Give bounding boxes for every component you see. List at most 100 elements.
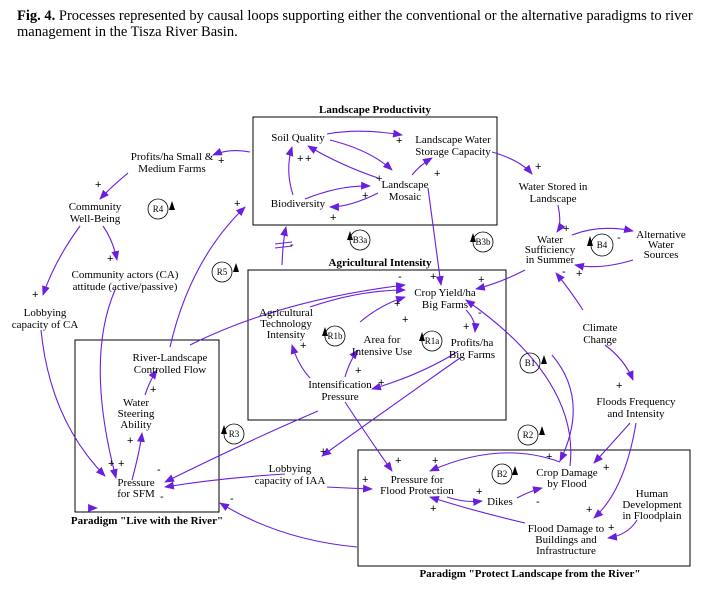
link-psfm-wsa	[131, 432, 145, 481]
sign: +	[586, 504, 592, 516]
svg-text:R5: R5	[217, 267, 228, 277]
link-mosaic-soil	[307, 145, 379, 179]
link-cdf-crop	[465, 299, 572, 467]
sign: +	[108, 458, 114, 470]
box-live-with-river	[74, 339, 220, 513]
sign: +	[95, 179, 101, 191]
link-soil-mosaic	[329, 139, 393, 171]
link-cdf-pfp	[429, 452, 561, 472]
link-bio-mosaic	[304, 181, 371, 200]
box-title-protect: Paradigm "Protect Landscape from the Riv…	[419, 568, 640, 580]
sign: +	[32, 289, 38, 301]
loop-R1a: R1a	[419, 330, 443, 352]
loop-B1: B1	[519, 352, 547, 374]
link-floodsf-cdf	[593, 422, 631, 464]
svg-text:B3b: B3b	[475, 237, 491, 247]
link-mosaic-crop	[427, 187, 444, 286]
sign: +	[576, 268, 582, 280]
caption-label: Fig. 4.	[17, 8, 56, 24]
link-crop-profbig	[465, 309, 480, 333]
caption-text: Processes represented by causal loops su…	[17, 8, 693, 40]
sign: +	[362, 474, 368, 486]
link-ip-psfm	[164, 410, 319, 483]
link-area-crop	[359, 295, 406, 323]
loop-R4: R4	[147, 198, 175, 220]
sign: -	[478, 307, 482, 319]
sign: +	[603, 462, 609, 474]
link-crop-cdf	[551, 354, 574, 462]
svg-text:R3: R3	[229, 429, 240, 439]
sign: +	[563, 223, 569, 235]
link-cwb-lobca	[42, 225, 81, 296]
link-profbig-lobiaa	[321, 357, 461, 457]
sign: -	[230, 493, 234, 505]
link-dikes-cdf	[516, 486, 543, 499]
figure-caption: Fig. 4. Processes represented by causal …	[17, 8, 697, 40]
link-climate-wss	[555, 272, 584, 311]
link-lobca-psfm	[40, 329, 106, 477]
box-title-live: Paradigm "Live with the River"	[71, 515, 223, 527]
sign: +	[463, 321, 469, 333]
link-mosaic-lwsc	[411, 157, 433, 176]
svg-text:B1: B1	[525, 358, 536, 368]
sign: +	[305, 153, 311, 165]
link-wss-crop	[475, 269, 526, 291]
sign: -	[290, 239, 294, 251]
svg-text:R4: R4	[153, 204, 164, 214]
sign: +	[478, 274, 484, 286]
loop-R3: R3	[221, 423, 245, 445]
svg-text:B4: B4	[597, 240, 608, 250]
link-rlcf-profsm	[169, 206, 246, 348]
link-signs: + + + + + + + + + + + + + - + - + + - + …	[32, 135, 622, 534]
sign: +	[150, 384, 156, 396]
causal-links	[40, 129, 638, 548]
svg-text:R1a: R1a	[425, 336, 440, 346]
sign: +	[127, 435, 133, 447]
sign: +	[118, 458, 124, 470]
loop-R2: R2	[517, 424, 545, 446]
loop-B4: B4	[587, 233, 614, 257]
link-protect-psfm	[219, 502, 358, 548]
sign: +	[218, 155, 224, 167]
sign: +	[395, 455, 401, 467]
sign: +	[378, 377, 384, 389]
sign: +	[355, 365, 361, 377]
sign: +	[330, 212, 336, 224]
link-rlcf-crop	[189, 282, 406, 346]
loop-B3a: B3a	[347, 229, 371, 251]
link-climate-floodsf	[604, 344, 634, 381]
link-cwb-caatt	[102, 225, 120, 261]
loop-B3b: B3b	[470, 231, 494, 253]
sign: -	[617, 232, 621, 244]
link-profsm-cwb	[99, 172, 129, 200]
link-mosaic-bio	[329, 192, 379, 211]
sign: +	[616, 380, 622, 392]
loop-R1b: R1b	[322, 325, 346, 347]
box-protect-landscape	[357, 449, 691, 567]
sign: +	[362, 190, 368, 202]
sign: +	[535, 161, 541, 173]
sign: +	[107, 253, 113, 265]
sign: -	[536, 496, 540, 508]
svg-text:B2: B2	[497, 469, 508, 479]
sign: +	[430, 271, 436, 283]
link-wsa-rlcf	[144, 369, 158, 396]
sign: +	[300, 340, 306, 352]
box-landscape-productivity	[252, 116, 498, 226]
link-wss-alt	[571, 225, 634, 236]
node-biodiversity: Biodiversity	[271, 198, 326, 210]
sign: -	[562, 266, 566, 278]
